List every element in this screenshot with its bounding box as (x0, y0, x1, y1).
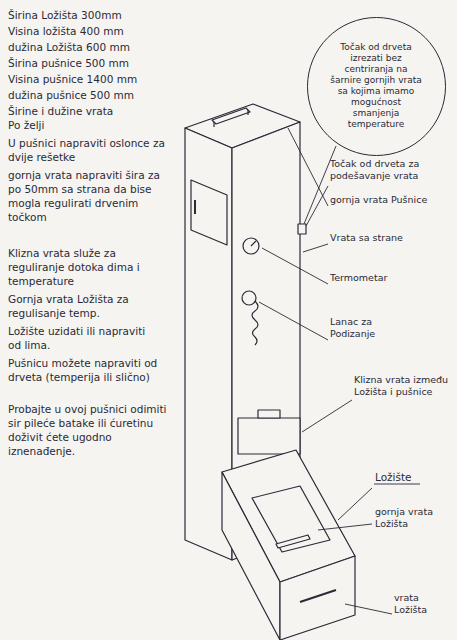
firebox-top-door-handle (276, 535, 310, 548)
leader-line (304, 146, 336, 224)
note-text: Probajte u ovoj pušnici odimiti sir pile… (8, 402, 168, 458)
leader-line (302, 400, 352, 432)
thermometer-needle (251, 241, 256, 246)
part-label: Klizna vrata između Ložišta i pušnice (354, 374, 452, 398)
top-door-handle (212, 108, 250, 124)
leader-line (259, 302, 328, 340)
chain (252, 301, 258, 345)
note-text: Klizna vrata služe za reguliranje dotoka… (8, 246, 158, 288)
leader-line (306, 186, 328, 226)
part-label: gornja vrata Pušnice (330, 194, 440, 206)
leader-line (345, 604, 392, 614)
firebox-door-handle (300, 590, 336, 602)
note-text: Ložište uzidati ili napraviti od lima. (8, 324, 158, 352)
note-text: U pušnici napraviti oslonce za dvije reš… (8, 136, 173, 164)
handle-leg (247, 110, 248, 115)
chain-pulley (242, 291, 256, 305)
note-text: Točak od drveta izrezati bez centriranja… (328, 42, 424, 130)
part-label: Lanac za Podizanje (330, 316, 420, 340)
leader-line (338, 488, 372, 520)
part-label: vrata Ložišta (394, 592, 454, 616)
note-circle: Točak od drveta izrezati bez centriranja… (307, 17, 446, 156)
part-label: Točak od drveta za podešavanje vrata (330, 158, 452, 182)
firebox-top-door (252, 486, 330, 552)
note-text: Gornja vrata Ložišta za regulisanje temp… (8, 292, 158, 320)
note-text: Širine i dužine vrata Po želji (8, 104, 128, 132)
thermometer (243, 238, 259, 254)
note-text: Visina ložišta 400 mm (8, 24, 173, 38)
leader-line (288, 128, 328, 206)
leader-line (262, 248, 328, 284)
sliding-door-grip (258, 410, 280, 418)
side-door-handle (194, 200, 196, 214)
leader-line (303, 244, 328, 252)
part-label: Termometar (330, 272, 440, 284)
part-label: Vrata sa strane (330, 232, 440, 244)
note-text: Širina pušnice 500 mm (8, 56, 173, 70)
side-door (191, 180, 227, 245)
label-underline (374, 484, 420, 485)
part-label: Ložište (375, 470, 445, 484)
note-text: Širina Ložišta 300mm (8, 8, 173, 22)
note-text: gornja vrata napraviti šira za po 50mm s… (8, 168, 168, 224)
note-text: Visina pušnice 1400 mm (8, 72, 173, 86)
note-text: Pušnicu možete napraviti od drveta (temp… (8, 356, 158, 384)
part-label: gornja vrata Ložišta (375, 506, 451, 530)
handle-leg (213, 122, 214, 127)
note-text: dužina pušnice 500 mm (8, 88, 173, 102)
note-text: dužina Ložišta 600 mm (8, 40, 173, 54)
firebox-front-face (280, 556, 355, 640)
wooden-wheel (298, 224, 306, 234)
leader-line (318, 524, 372, 530)
sliding-door (238, 418, 300, 454)
